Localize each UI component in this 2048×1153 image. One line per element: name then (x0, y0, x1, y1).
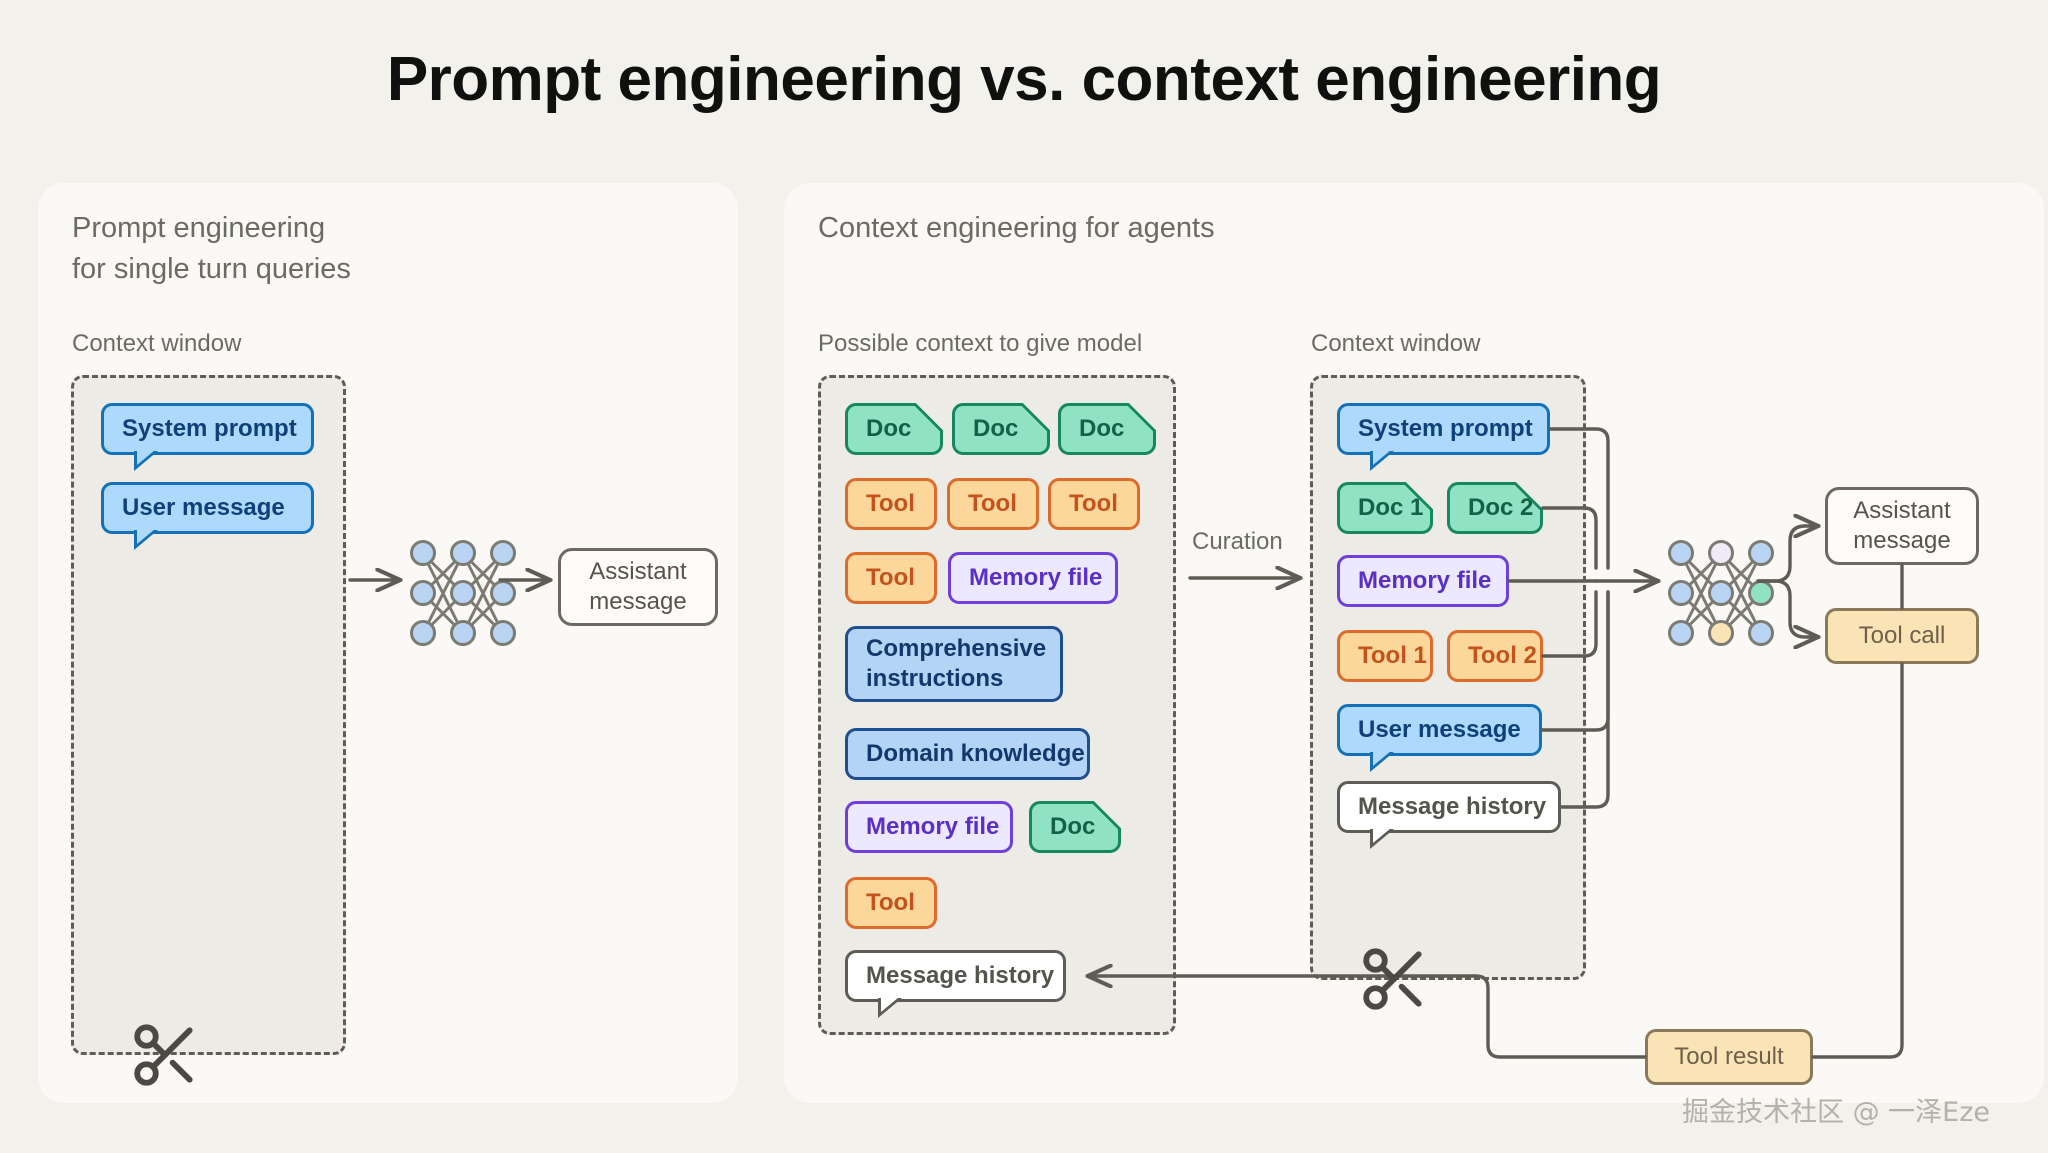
node-label: Tool call (1858, 622, 1946, 649)
doc-fold-icon (1402, 482, 1433, 513)
node-doc-1-window[interactable]: Doc 1 (1337, 482, 1433, 534)
node-tool-4[interactable]: Tool (845, 552, 937, 604)
neural-node (1748, 620, 1774, 646)
node-label: Tool (1069, 490, 1118, 517)
curation-label: Curation (1192, 528, 1283, 555)
watermark: 掘金技术社区 @ 一泽Eze (1681, 1097, 1990, 1128)
node-label: Tool 1 (1358, 642, 1427, 669)
neural-node (450, 580, 476, 606)
neural-node (1708, 620, 1734, 646)
node-assistant-message-left[interactable]: Assistant message (558, 548, 718, 626)
neural-node (1748, 540, 1774, 566)
possible-context-region (818, 375, 1176, 1035)
scissors-icon-right (1363, 948, 1422, 1010)
neural-node (1668, 580, 1694, 606)
node-tool-2[interactable]: Tool (947, 478, 1039, 530)
node-domain-knowledge[interactable]: Domain knowledge (845, 728, 1090, 780)
node-user-message-left[interactable]: User message (101, 482, 314, 550)
node-label: Message history (866, 962, 1055, 989)
neural-node (410, 620, 436, 646)
page-title: Prompt engineering vs. context engineeri… (386, 45, 1662, 114)
node-label: Tool (968, 490, 1017, 517)
node-label: Message history (1358, 793, 1547, 820)
neural-node (1668, 620, 1694, 646)
neural-node (1748, 580, 1774, 606)
node-tool-call[interactable]: Tool call (1825, 608, 1979, 664)
node-memory-file-window[interactable]: Memory file (1337, 555, 1509, 607)
node-assistant-message-right[interactable]: Assistant message (1825, 487, 1979, 565)
node-label: User message (122, 494, 285, 521)
doc-fold-icon (1512, 482, 1543, 513)
possible-context-label: Possible context to give model (818, 330, 1143, 357)
node-label: System prompt (1358, 415, 1533, 442)
neural-node (450, 540, 476, 566)
node-label: Domain knowledge (866, 740, 1085, 767)
node-label: Tool result (1674, 1043, 1784, 1070)
node-label: Doc (1079, 415, 1125, 442)
node-memory-file-1[interactable]: Memory file (948, 552, 1118, 604)
node-label: Doc (1050, 813, 1096, 840)
node-label: Doc (973, 415, 1019, 442)
neural-node (1668, 540, 1694, 566)
node-message-history-possible[interactable]: Message history (845, 950, 1066, 1018)
doc-fold-icon (1090, 801, 1121, 832)
left-card-title: Prompt engineering for single turn queri… (72, 212, 351, 285)
node-tool-1[interactable]: Tool (845, 478, 937, 530)
node-label: Doc (866, 415, 912, 442)
node-memory-file-2[interactable]: Memory file (845, 801, 1013, 853)
node-doc-3[interactable]: Doc (1058, 403, 1156, 455)
node-label: Assistant message (589, 558, 687, 615)
node-user-message-right[interactable]: User message (1337, 704, 1542, 772)
node-doc-2[interactable]: Doc (952, 403, 1050, 455)
right-context-window-label: Context window (1311, 330, 1481, 357)
scissors-icon-left (134, 1024, 193, 1086)
left-context-window-label: Context window (72, 330, 242, 357)
node-tool-3[interactable]: Tool (1048, 478, 1140, 530)
node-label: User message (1358, 716, 1521, 743)
node-tool-result[interactable]: Tool result (1645, 1029, 1813, 1085)
neural-node (490, 620, 516, 646)
node-tool-2-window[interactable]: Tool 2 (1447, 630, 1543, 682)
node-system-prompt-right[interactable]: System prompt (1337, 403, 1550, 471)
node-tool-1-window[interactable]: Tool 1 (1337, 630, 1433, 682)
node-doc-1[interactable]: Doc (845, 403, 943, 455)
node-label: Assistant message (1853, 497, 1951, 554)
neural-node (490, 540, 516, 566)
doc-fold-icon (912, 403, 943, 434)
neural-node (410, 580, 436, 606)
node-label: Comprehensive instructions (866, 635, 1047, 692)
node-label: Tool (866, 564, 915, 591)
neural-node (450, 620, 476, 646)
neural-node (490, 580, 516, 606)
node-label: Memory file (969, 564, 1103, 591)
node-label: Memory file (1358, 567, 1492, 594)
left-context-window (71, 375, 346, 1055)
node-label: System prompt (122, 415, 297, 442)
node-message-history-window[interactable]: Message history (1337, 781, 1561, 849)
neural-node (410, 540, 436, 566)
doc-fold-icon (1019, 403, 1050, 434)
node-label: Tool 2 (1468, 642, 1537, 669)
node-doc-4[interactable]: Doc (1029, 801, 1121, 853)
neural-node (1708, 540, 1734, 566)
node-doc-2-window[interactable]: Doc 2 (1447, 482, 1543, 534)
doc-fold-icon (1125, 403, 1156, 434)
node-system-prompt-left[interactable]: System prompt (101, 403, 314, 471)
node-label: Tool (866, 490, 915, 517)
node-label: Memory file (866, 813, 1000, 840)
node-label: Doc 1 (1358, 494, 1424, 521)
node-label: Tool (866, 889, 915, 916)
neural-node (1708, 580, 1734, 606)
right-card-title: Context engineering for agents (818, 212, 1215, 244)
node-tool-5[interactable]: Tool (845, 877, 937, 929)
node-comprehensive-instructions[interactable]: Comprehensive instructions (845, 626, 1063, 702)
